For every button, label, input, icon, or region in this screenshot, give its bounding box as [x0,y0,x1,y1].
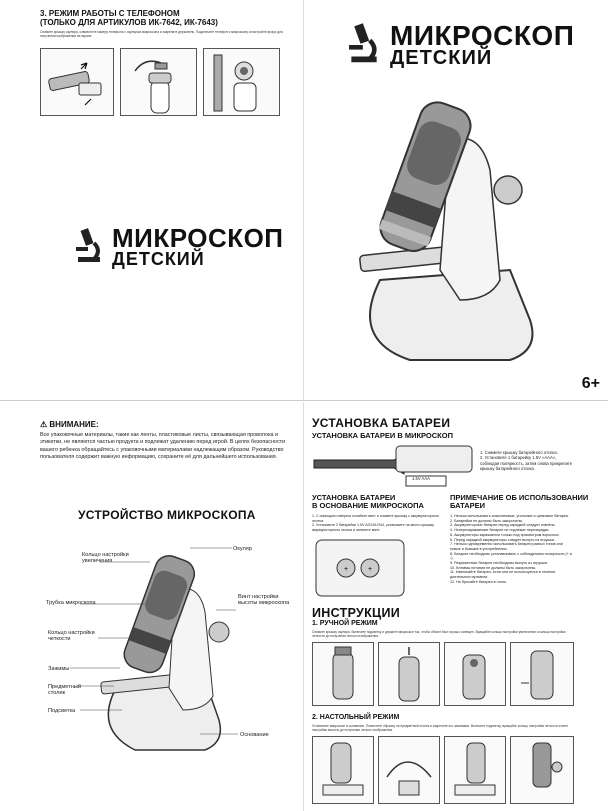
table-mode-text: Установите микроскоп в основание. Помест… [312,724,568,732]
phone-mode-title-line1: 3. РЕЖИМ РАБОТЫ С ТЕЛЕФОНОМ [40,9,180,18]
battery-step: 2. Установите 1 батарейку 1.5V «AAA», со… [480,455,573,472]
battery-step: 1. Снимите крышку батарейного отсека. [480,450,558,455]
phone-mode-text: Снимите крышку окуляра, совместите камер… [40,30,283,38]
bottom-spread [0,402,608,811]
logo-left-line2: ДЕТСКИЙ [112,249,205,269]
logo-right: МИКРОСКОП ДЕТСКИЙ [344,22,574,68]
base-battery-steps: 1. С помощью отвертки ослабьте винт и сн… [312,514,446,532]
note-title: ПРИМЕЧАНИЕ ОБ ИСПОЛЬЗОВАНИИ БАТАРЕИ [450,494,588,510]
label-base: Основание [240,732,269,738]
base-battery-title-line1: УСТАНОВКА БАТАРЕИ [312,493,396,502]
instructions-title: ИНСТРУКЦИИ [312,606,401,620]
table-step-1-illustration [312,736,374,804]
battery-title: УСТАНОВКА БАТАРЕИ [312,416,451,430]
battery-label: 1.5V AAA [412,476,430,481]
phone-step-2-illustration [120,48,197,116]
label-clips: Зажимы [48,666,70,672]
base-battery-title: УСТАНОВКА БАТАРЕИ В ОСНОВАНИЕ МИКРОСКОПА [312,494,424,510]
microscope-logo-icon [349,23,377,63]
label-tube: Трубка микроскопа [46,600,96,606]
note-item: 6. Перед зарядкой аккумуляторы следует в… [450,537,556,542]
note-item: 1. Нельзя использовать алкалиновые, угол… [450,514,570,518]
note-item: 4. Неперезаряжаемые батареи не подлежат … [450,528,550,533]
label-height-screw: Винт настройки высоты микроскопа [238,594,290,607]
battery-compartment-illustration [313,445,473,487]
note-item: 10. Клеммы питания не должны быть закоро… [450,565,537,570]
microscope-parts-illustration [100,555,230,751]
age-rating: 6+ [581,375,600,392]
note-item: 2. Батарейки не должны быть закорочены. [450,518,524,523]
phone-mode-title-line2: (ТОЛЬКО ДЛЯ АРТИКУЛОВ ИК-7642, ИК-7643) [40,18,218,27]
label-stage: Предметный столик [48,684,81,697]
manual-mode-text: Снимите крышку окуляра. Включите подсвет… [312,630,566,638]
note-item: 12. Не бросайте батареи в огонь. [450,579,507,584]
note-item: 7. Нельзя одновременно использовать бата… [450,542,563,551]
page-divider-bottom [303,402,304,811]
microscope-logo-icon [76,228,100,262]
logo-left-line1: МИКРОСКОП [112,223,284,253]
label-eyepiece: Окуляр [233,546,252,552]
base-battery-step: 2. Установите 2 батарейки 1.5V AG13/LR44… [312,523,434,532]
base-battery-title-line2: В ОСНОВАНИЕ МИКРОСКОПА [312,501,424,510]
warning-title: ВНИМАНИЕ: [49,420,99,429]
manual-mode-title: 1. РУЧНОЙ РЕЖИМ [312,620,378,627]
label-backlight: Подсветка [48,708,76,714]
table-step-3-illustration [444,736,506,804]
label-focus-ring: Кольцо настройки четкости [48,630,95,643]
page-divider [303,0,304,400]
battery-steps: 1. Снимите крышку батарейного отсека. 2.… [480,450,575,472]
note-item: 8. Батареи необходимо устанавливать с со… [450,551,572,561]
battery-subtitle: УСТАНОВКА БАТАРЕИ В МИКРОСКОП [312,431,453,440]
manual-step-3-illustration [444,642,506,706]
logo-right-line2: ДЕТСКИЙ [390,47,493,69]
note-title-line2: БАТАРЕИ [450,501,486,510]
table-mode-title: 2. НАСТОЛЬНЫЙ РЕЖИМ [312,714,400,721]
callout-lines [70,547,238,735]
note-item: 5. Аккумуляторы заряжаются только под пр… [450,532,560,537]
top-spread: 3. РЕЖИМ РАБОТЫ С ТЕЛЕФОНОМ (ТОЛЬКО ДЛЯ … [0,0,608,401]
manual-step-4-illustration [510,642,574,706]
svg-text:+: + [368,566,372,573]
table-step-4-illustration [510,736,574,804]
note-title-line1: ПРИМЕЧАНИЕ ОБ ИСПОЛЬЗОВАНИИ [450,493,589,502]
warning-text: Все упаковочные материалы, такие как лен… [40,432,286,460]
note-item: 3. Аккумуляторные батареи перед зарядкой… [450,523,556,528]
microscope-hero-illustration [359,101,534,361]
phone-step-1-illustration [40,48,114,116]
phone-step-3-illustration [203,48,280,116]
svg-text:+: + [344,566,348,573]
base-battery-step: 1. С помощью отвертки ослабьте винт и сн… [312,514,439,523]
note-item: 9. Разряженные батареи необходимо вынуть… [450,561,548,566]
label-zoom-ring: Кольцо настройки увеличения [82,552,129,565]
note-item: 11. Извлекайте батареи, если они не испо… [450,570,556,580]
manual-step-2-illustration [378,642,440,706]
base-battery-illustration: + + [315,539,405,597]
manual-step-1-illustration [312,642,374,706]
battery-notes: 1. Нельзя использовать алкалиновые, угол… [450,514,572,585]
warning-heading: ⚠ ВНИМАНИЕ: [40,420,99,429]
table-step-2-illustration [378,736,440,804]
logo-left: МИКРОСКОП ДЕТСКИЙ [72,223,284,269]
logo-right-line1: МИКРОСКОП [390,20,575,51]
phone-mode-title: 3. РЕЖИМ РАБОТЫ С ТЕЛЕФОНОМ (ТОЛЬКО ДЛЯ … [40,9,218,27]
device-title: УСТРОЙСТВО МИКРОСКОПА [78,508,256,522]
warning-icon: ⚠ [40,420,50,429]
